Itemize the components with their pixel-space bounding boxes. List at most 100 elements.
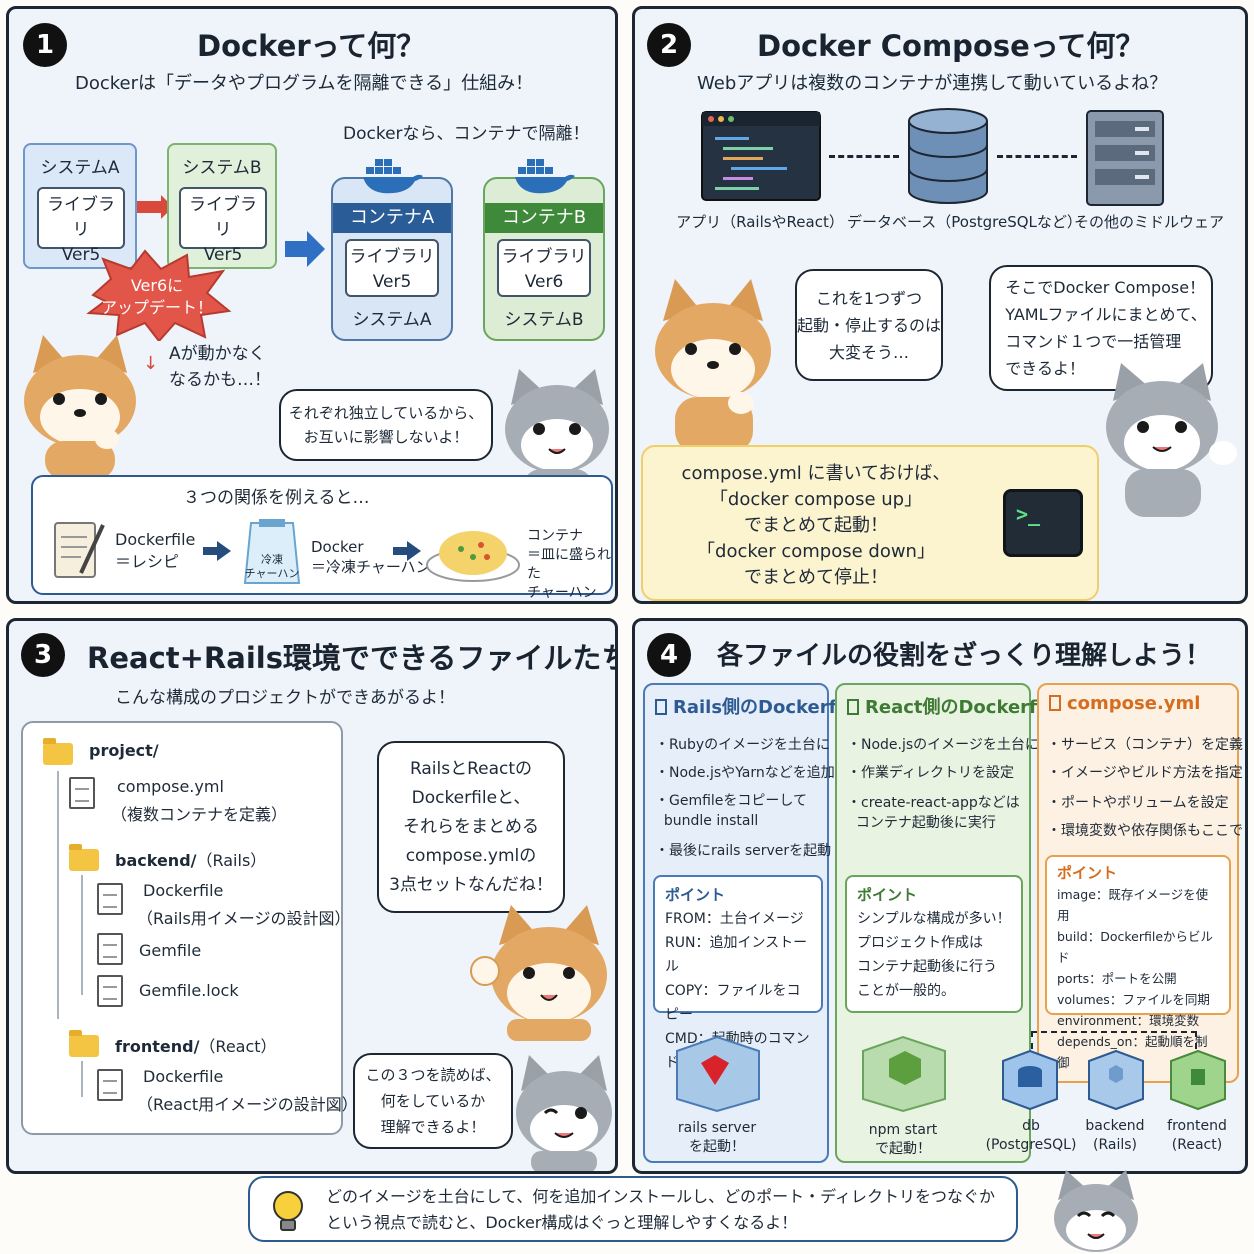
- backend-service-label: backend (Rails): [1085, 1118, 1145, 1153]
- container-b-system: システムB: [504, 310, 584, 330]
- gemfile-lock[interactable]: Gemfile.lock: [139, 981, 239, 1000]
- file-icon: [97, 975, 123, 1007]
- gray-cat-illustration: [516, 1055, 612, 1171]
- compose-column-title: compose.yml: [1067, 693, 1201, 714]
- file-icon: [1049, 695, 1061, 711]
- frozen-bag-icon: [243, 519, 301, 584]
- file-icon: [655, 699, 667, 715]
- frozen-bag-label: 冷凍 チャーハン: [244, 553, 300, 580]
- burst-icon: [86, 249, 232, 341]
- dependency-line: [1031, 1031, 1197, 1049]
- terminal-icon: >_: [1003, 489, 1083, 557]
- react-point-box: ポイント シンプルな構成が多い！ プロジェクト作成は コンテナ起動後に行う こと…: [845, 875, 1023, 1013]
- docker-label: Docker ＝冷凍チャーハン: [311, 538, 431, 576]
- backend-dockerfile-desc: （Rails用イメージの設計図）: [137, 909, 351, 928]
- frontend-dockerfile[interactable]: Dockerfile: [143, 1067, 224, 1086]
- rails-column-title: Rails側のDockerfile: [673, 697, 861, 718]
- app-label: アプリ（RailsやReact）: [676, 213, 844, 231]
- folder-icon: [69, 844, 99, 871]
- panel-title: React+Rails環境でできるファイルたち: [87, 641, 618, 675]
- rails-point-box: ポイント FROM：土台イメージ RUN：追加インストール COPY：ファイルを…: [653, 875, 823, 1071]
- panel-file-roles: 4 各ファイルの役割をざっくり理解しよう！ Rails側のDockerfile …: [632, 618, 1248, 1174]
- container-b-label: コンテナB: [485, 203, 603, 233]
- project-folder[interactable]: project/: [89, 741, 159, 760]
- compose-yml-column: compose.yml ・サービス（コンテナ）を定義 ・イメージやビルド方法を指…: [1037, 683, 1243, 1083]
- library-b-box: ライブラリ Ver5: [179, 187, 267, 265]
- react-point: コンテナ起動後に行う: [857, 959, 997, 975]
- code-editor-icon: [701, 111, 821, 201]
- compose-point: depends_on：起動順を制御: [1057, 1034, 1208, 1070]
- backend-tag: （Rails）: [196, 851, 267, 870]
- tree-line: [81, 875, 83, 995]
- rails-dockerfile-column: Rails側のDockerfile ・Rubyのイメージを土台に ・Node.j…: [643, 683, 860, 1163]
- react-point: シンプルな構成が多い！: [857, 911, 1011, 927]
- arrow-to-containers-icon: [285, 231, 325, 267]
- panel-docker-compose: 2 Docker Composeって何？ Webアプリは複数のコンテナが連携して…: [632, 6, 1248, 604]
- file-icon: [97, 1069, 123, 1101]
- panel-subtitle: こんな構成のプロジェクトができあがるよ！: [115, 688, 455, 708]
- panel-file-structure: 3 React+Rails環境でできるファイルたち こんな構成のプロジェクトがで…: [6, 618, 618, 1174]
- frontend-folder-name: frontend/: [115, 1037, 200, 1056]
- compose-point-head: ポイント: [1057, 864, 1118, 882]
- compose-callout: compose.yml に書いておけば、 「docker compose up」…: [641, 445, 1099, 601]
- panel-title: Docker Composeって何？: [757, 29, 1145, 63]
- cat-speech-bubble: それぞれ独立しているから、 お互いに影響しないよ！: [279, 389, 493, 461]
- recipe-icon: [54, 522, 105, 578]
- server-icon: [1086, 110, 1164, 206]
- compose-point: build：Dockerfileからビルド: [1057, 929, 1214, 965]
- compose-point: volumes：ファイルを同期: [1057, 992, 1210, 1007]
- arrow-icon: [203, 541, 231, 561]
- file-icon: [97, 933, 123, 965]
- react-point-head: ポイント: [857, 886, 918, 904]
- container-caption: Dockerなら、コンテナで隔離！: [343, 124, 590, 144]
- backend-dockerfile[interactable]: Dockerfile: [143, 881, 224, 900]
- container-a-system: システムA: [352, 310, 432, 330]
- react-dockerfile-column: React側のDockerfile ・Node.jsのイメージを土台に ・作業デ…: [835, 683, 1061, 1163]
- frontend-container-icon: [1170, 1049, 1226, 1111]
- system-b-label: システムB: [182, 158, 262, 178]
- frontend-tag: （React）: [199, 1037, 277, 1056]
- analogy-title: ３つの関係を例えると…: [183, 488, 370, 508]
- docker-whale-icon: [363, 159, 423, 194]
- compose-file-desc: （複数コンテナを定義）: [111, 805, 288, 824]
- arrow-icon: [393, 541, 421, 561]
- compose-item: ・環境変数や依存関係もここで: [1047, 823, 1243, 839]
- compose-column-head: compose.yml: [1049, 693, 1200, 714]
- rails-item: ・Node.jsやYarnなどを追加: [655, 765, 835, 781]
- system-a-label: システムA: [40, 158, 120, 178]
- compose-file[interactable]: compose.yml: [117, 777, 224, 796]
- gray-cat-illustration: [1106, 363, 1237, 517]
- node-container-icon: [862, 1035, 946, 1113]
- frontend-folder[interactable]: frontend/（React）: [115, 1033, 277, 1057]
- system-b-box: システムB ライブラリ Ver5: [167, 143, 277, 269]
- gemfile[interactable]: Gemfile: [139, 941, 202, 960]
- read-speech-bubble: この３つを読めば、 何をしているか 理解できるよ！: [353, 1053, 513, 1149]
- file-icon: [97, 883, 123, 915]
- backend-folder[interactable]: backend/（Rails）: [115, 847, 266, 871]
- tree-line: [81, 1061, 83, 1097]
- folder-icon: [43, 738, 73, 765]
- backend-folder-name: backend/: [115, 851, 197, 870]
- rails-item: ・Gemfileをコピーして bundle install: [655, 793, 808, 829]
- react-box-label: npm start で起動！: [868, 1122, 938, 1157]
- panel-title: 各ファイルの役割をざっくり理解しよう！: [717, 641, 1212, 671]
- tip-bar: どのイメージを土台にして、何を追加インストールし、どのポート・ディレクトリをつな…: [248, 1176, 1018, 1242]
- dash-line: [829, 155, 899, 158]
- rails-item: ・Rubyのイメージを土台に: [655, 737, 830, 753]
- rails-point: COPY：ファイルをコピー: [665, 983, 801, 1023]
- rails-column-head: Rails側のDockerfile: [655, 693, 860, 719]
- rails-box-label: rails server を起動！: [677, 1120, 757, 1155]
- shiba-dog-illustration: [24, 335, 136, 479]
- tip-text: どのイメージを土台にして、何を追加インストールし、どのポート・ディレクトリをつな…: [326, 1187, 995, 1232]
- compose-item: ・ポートやボリュームを設定: [1047, 795, 1229, 811]
- panel-number: 2: [647, 23, 691, 67]
- gray-cat-illustration: [1054, 1170, 1138, 1252]
- compose-item: ・イメージやビルド方法を指定: [1047, 765, 1243, 781]
- compose-point: ports：ポートを公開: [1057, 971, 1177, 986]
- react-point: プロジェクト作成は: [857, 935, 983, 951]
- compose-point-box: ポイント image：既存イメージを使用 build：Dockerfileからビ…: [1045, 855, 1231, 1070]
- compose-item: ・サービス（コンテナ）を定義: [1047, 737, 1243, 753]
- shiba-dog-illustration: [655, 279, 771, 453]
- docker-whale-icon: [515, 159, 575, 194]
- file-icon: [847, 699, 859, 715]
